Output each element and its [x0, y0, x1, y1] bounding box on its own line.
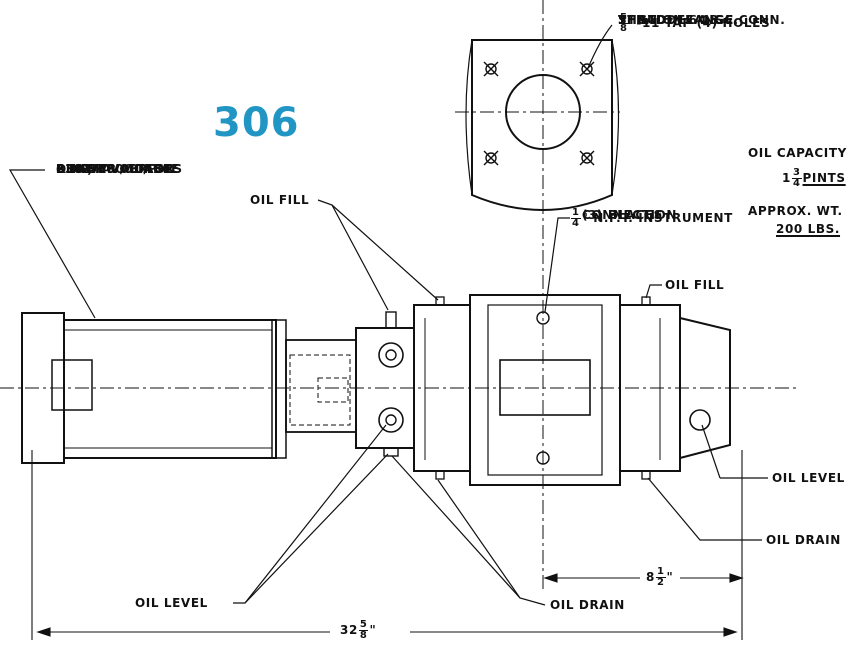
weight-title: APPROX. WT. [748, 204, 843, 218]
pump-head [355, 311, 415, 457]
motor-line-5: & HZ. AVAILABLE [56, 162, 180, 176]
motor-line-3: 230-460 / 3 / 60 [56, 162, 172, 176]
flange-view [465, 24, 620, 211]
blower-motor [21, 312, 287, 464]
dimension-lines [31, 450, 744, 640]
weight-value: 200 LBS. [776, 222, 841, 236]
motor-line-1: BLOWER MOTOR [56, 162, 175, 176]
pump-body [413, 294, 731, 486]
motor-line-4: OTHER VOLTAGES [56, 162, 183, 176]
flange-line-3: THRU ON 6" B.C. [618, 13, 739, 27]
flange-line-1: 3" STD. FLANGE CONN. [618, 13, 786, 27]
oil-drain-right-label: OIL DRAIN [766, 533, 841, 547]
oil-drain-bottom-label: OIL DRAIN [550, 598, 625, 612]
coupling-guard [285, 339, 357, 433]
npt-line-3: (3) PLACES [582, 208, 663, 222]
oil-capacity-title: OIL CAPACITY [748, 146, 847, 160]
flange-line-4: STRADDLE ℄'S [618, 13, 724, 27]
oil-fill-left-label: OIL FILL [250, 193, 310, 207]
oil-fill-right-label: OIL FILL [665, 278, 725, 292]
motor-line-2: 2 HP, 3600 RPM. [56, 162, 176, 176]
npt-line-2: CONNECTION [582, 208, 677, 222]
leader-lines [8, 169, 768, 606]
flange-bolt-holes [483, 61, 595, 166]
oil-level-bottom-label: OIL LEVEL [135, 596, 208, 610]
oil-level-right-label: OIL LEVEL [772, 471, 845, 485]
centerlines [0, 0, 800, 590]
page-number: 306 [213, 100, 300, 146]
